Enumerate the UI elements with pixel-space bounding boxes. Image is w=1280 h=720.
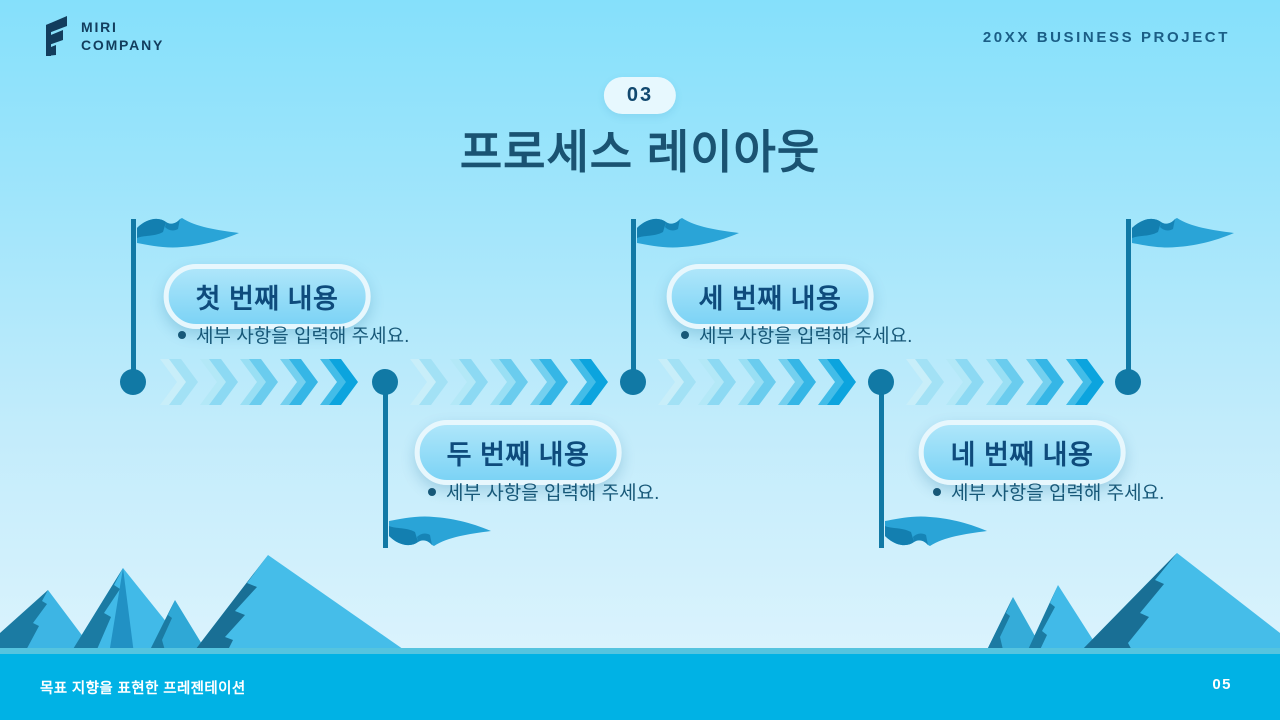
step-label-2: 두 번째 내용 [414, 420, 622, 485]
chevron-right-icon [160, 359, 198, 405]
chevron-right-icon [906, 359, 944, 405]
chevron-right-icon [200, 359, 238, 405]
step-detail-4: 세부 사항을 입력해 주세요. [933, 478, 1164, 505]
footer-caption: 목표 지향을 표현한 프레젠테이션 [40, 681, 246, 697]
bullet-icon [178, 330, 186, 339]
flag-icon [388, 504, 492, 548]
flag-icon [136, 216, 240, 260]
company-logo: MIRI COMPANY [40, 16, 164, 56]
chevron-right-icon [698, 359, 736, 405]
step-label-1: 첫 번째 내용 [163, 264, 371, 329]
flag-icon [884, 504, 988, 548]
chevron-right-icon [530, 359, 568, 405]
footer-bar: 목표 지향을 표현한 프레젠테이션 05 [0, 654, 1280, 720]
chevron-right-icon [570, 359, 608, 405]
bullet-icon [681, 330, 689, 339]
footer-divider [0, 648, 1280, 655]
logo-icon [46, 16, 67, 56]
slide-number-badge: 03 [603, 77, 677, 114]
chevron-right-icon [240, 359, 278, 405]
step-detail-text: 세부 사항을 입력해 주세요. [196, 326, 410, 347]
step-detail-text: 세부 사항을 입력해 주세요. [446, 483, 660, 504]
flag-pole [631, 219, 636, 382]
step-detail-2: 세부 사항을 입력해 주세요. [428, 478, 659, 505]
step-detail-1: 세부 사항을 입력해 주세요. [178, 321, 409, 348]
flag-pole [131, 219, 136, 382]
mountains-illustration [0, 555, 410, 654]
chevron-right-icon [946, 359, 984, 405]
step-detail-text: 세부 사항을 입력해 주세요. [951, 483, 1165, 504]
step-label-3: 세 번째 내용 [666, 264, 874, 329]
chevron-right-icon [320, 359, 358, 405]
step-detail-3: 세부 사항을 입력해 주세요. [681, 321, 912, 348]
chevron-arrows [160, 359, 358, 405]
chevron-right-icon [1026, 359, 1064, 405]
project-label: 20XX BUSINESS PROJECT [982, 29, 1230, 46]
chevron-right-icon [280, 359, 318, 405]
chevron-arrows [906, 359, 1104, 405]
flag-pole [879, 382, 884, 548]
timeline-dot [1115, 369, 1141, 395]
page-number: 05 [1212, 676, 1232, 693]
timeline-dot [120, 369, 146, 395]
bullet-icon [428, 487, 436, 496]
flag-icon [636, 216, 740, 260]
logo-text: MIRI COMPANY [81, 18, 165, 53]
flag-pole [1126, 219, 1131, 382]
chevron-right-icon [410, 359, 448, 405]
mountains-illustration [985, 553, 1280, 654]
flag-pole [383, 382, 388, 548]
step-label-4: 네 번째 내용 [918, 420, 1126, 485]
chevron-arrows [658, 359, 856, 405]
timeline-dot [372, 369, 398, 395]
chevron-right-icon [658, 359, 696, 405]
slide-title: 프로세스 레이아웃 [459, 126, 821, 178]
timeline-dot [620, 369, 646, 395]
chevron-right-icon [490, 359, 528, 405]
chevron-right-icon [778, 359, 816, 405]
step-detail-text: 세부 사항을 입력해 주세요. [699, 326, 913, 347]
timeline-dot [868, 369, 894, 395]
chevron-right-icon [450, 359, 488, 405]
chevron-right-icon [818, 359, 856, 405]
chevron-right-icon [986, 359, 1024, 405]
bullet-icon [933, 487, 941, 496]
chevron-arrows [410, 359, 608, 405]
chevron-right-icon [738, 359, 776, 405]
flag-icon [1131, 216, 1235, 260]
chevron-right-icon [1066, 359, 1104, 405]
